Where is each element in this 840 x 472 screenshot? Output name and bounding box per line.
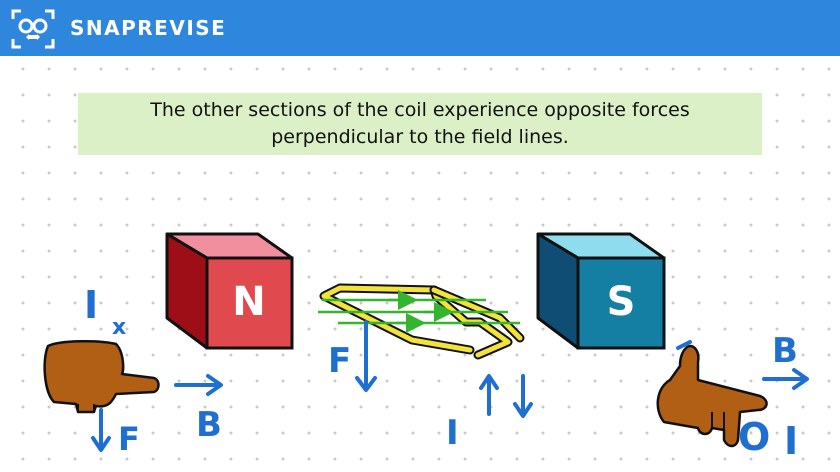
left-field-arrow-head [206, 374, 223, 396]
app-header: SNAPREVISE [0, 0, 840, 56]
left-hand [43, 339, 160, 414]
coil-current-label: I [446, 413, 459, 453]
caption-line-1: The other sections of the coil experienc… [150, 99, 690, 121]
right-thumb-mark [676, 340, 692, 350]
right-hand-icon [656, 344, 768, 448]
coil-current-down-arrow-head [513, 402, 533, 418]
right-field-label: B [772, 331, 798, 371]
left-force-arrow-head [91, 436, 111, 452]
coil [319, 283, 525, 360]
caption-box: The other sections of the coil experienc… [78, 93, 762, 155]
north-label: N [232, 279, 265, 325]
right-current-dot-label: O [738, 415, 770, 459]
right-hand-arrows [676, 340, 809, 390]
left-force-label: F [118, 420, 140, 458]
brand-name[interactable]: SNAPREVISE [70, 16, 227, 40]
field-lines [318, 290, 520, 333]
coil-current-up-arrow-head [479, 374, 499, 390]
north-magnet-front [205, 256, 294, 350]
right-field-arrow-head [792, 368, 809, 390]
left-hand-icon [43, 339, 160, 414]
south-magnet-front [576, 256, 666, 350]
snaprevise-logo-icon [11, 9, 55, 49]
left-current-direction: x [112, 315, 126, 340]
right-current-label: I [784, 419, 798, 463]
right-hand [656, 344, 768, 448]
south-magnet: S [536, 232, 666, 350]
coil-force-arrow-head [355, 376, 377, 392]
coil-force-label: F [328, 341, 351, 381]
north-magnet: N [165, 232, 294, 350]
left-field-label: B [196, 405, 222, 445]
south-label: S [607, 279, 636, 325]
left-current-label: I [84, 283, 98, 327]
caption-line-2: perpendicular to the field lines. [271, 126, 569, 148]
left-hand-arrows [91, 374, 223, 452]
coil-annotations [355, 320, 533, 418]
